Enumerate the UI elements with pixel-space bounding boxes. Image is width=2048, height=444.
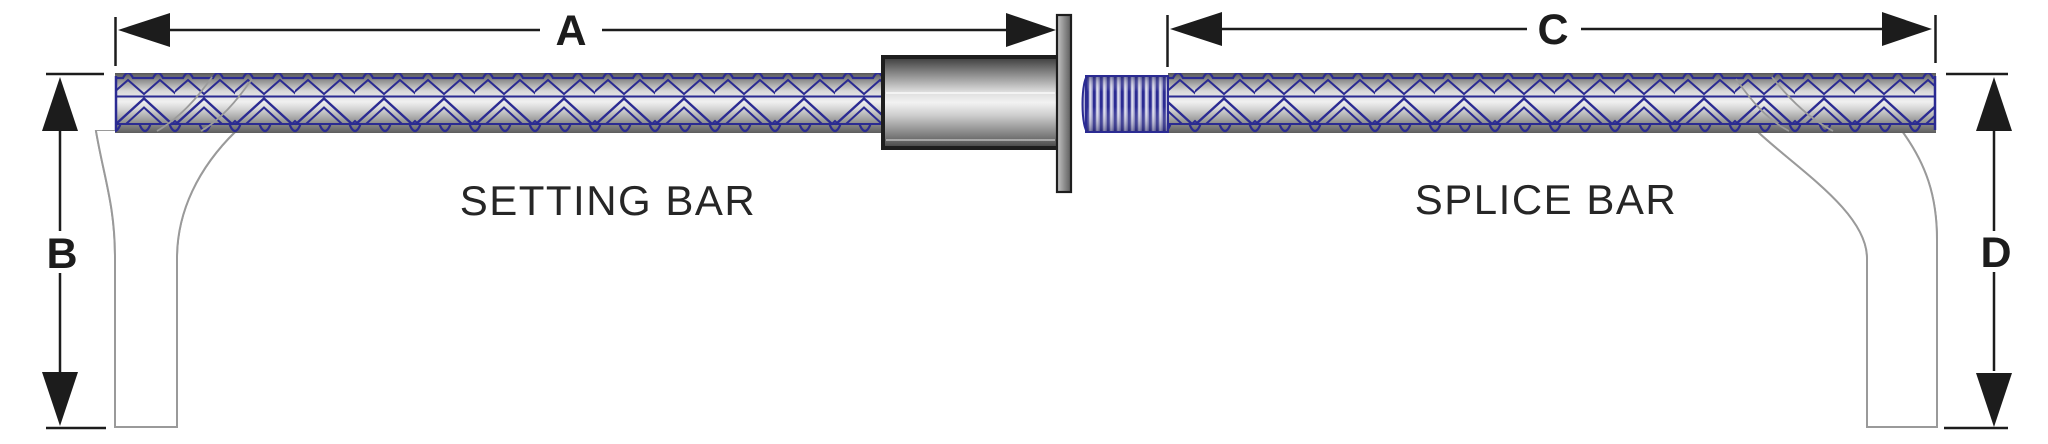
splice-bar-bent-leg: [1754, 130, 1938, 428]
ghost-bend-overlay-left: [156, 76, 253, 132]
setting-bar-bent-leg: [94, 130, 239, 428]
setting-bar: [114, 73, 890, 133]
flange-plate: [1055, 13, 1073, 194]
dimension-a: A: [114, 7, 1056, 66]
threaded-end: [1081, 75, 1169, 133]
splice-bar: [1168, 73, 1937, 133]
dim-c-right-arrowhead: [1882, 12, 1932, 46]
dimension-c: C: [1166, 6, 1937, 67]
dim-b-down-arrowhead: [42, 372, 78, 426]
setting-bar-label: SETTING BAR: [460, 177, 757, 224]
dim-b-label: B: [46, 230, 77, 278]
dim-c-label: C: [1537, 6, 1568, 54]
dim-a-left-arrowhead: [118, 13, 170, 47]
dim-b-up-arrowhead: [42, 77, 78, 131]
dim-c-left-arrowhead: [1170, 12, 1222, 46]
dim-d-down-arrowhead: [1976, 373, 2012, 427]
dim-a-label: A: [555, 7, 586, 55]
splice-bar-label: SPLICE BAR: [1415, 176, 1677, 223]
dim-d-label: D: [1980, 229, 2011, 277]
dimension-d: D: [1944, 72, 2012, 430]
dim-a-right-arrowhead: [1006, 13, 1056, 47]
dim-d-up-arrowhead: [1976, 77, 2012, 131]
ghost-bend-overlay-right: [1735, 76, 1834, 132]
dimension-b: B: [42, 72, 106, 430]
coupler-sleeve: [881, 55, 1060, 150]
